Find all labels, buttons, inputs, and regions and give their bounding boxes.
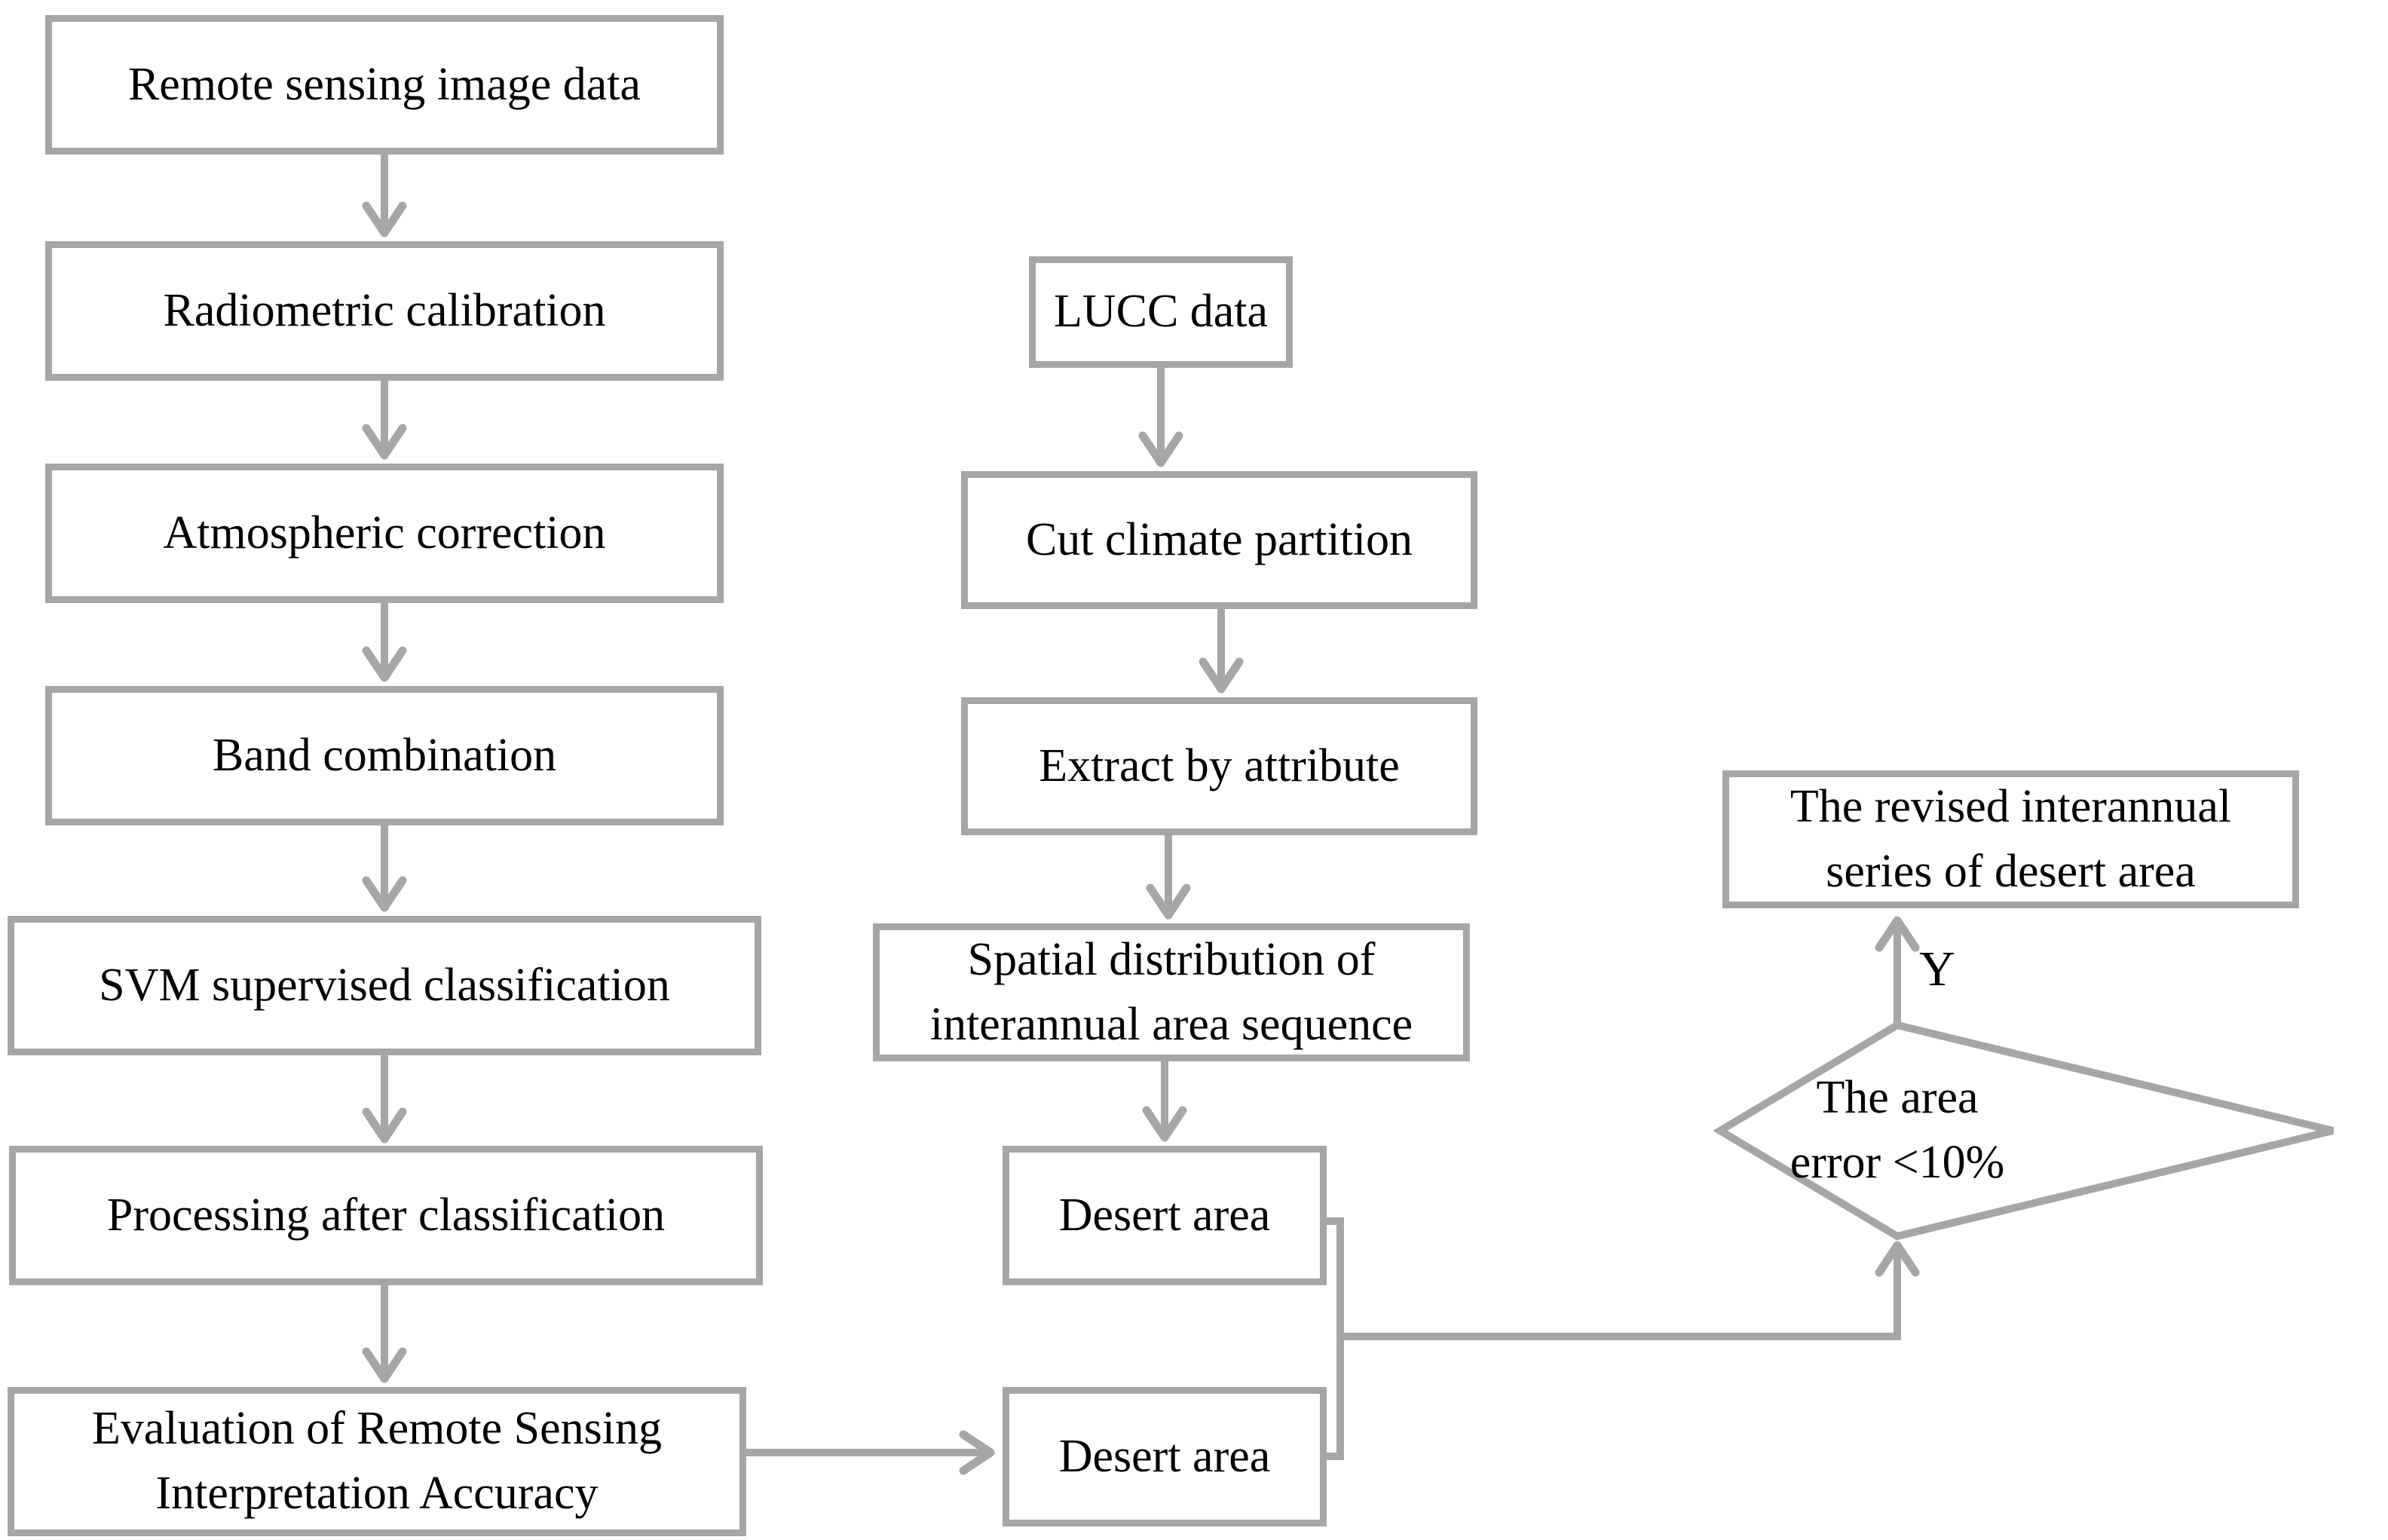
arrow-lucc-to-cut xyxy=(1138,368,1183,467)
decision-diamond-label: The area error <10% xyxy=(1789,1072,2005,1188)
arrow-extract-to-spatial xyxy=(1146,835,1191,920)
box-processing-after-classification: Processing after classification xyxy=(9,1146,763,1285)
arrow-band-to-svm xyxy=(362,825,407,912)
box-desert-area-1: Desert area xyxy=(1003,1146,1327,1285)
yes-branch-label: Y xyxy=(1919,941,1955,997)
box-radiometric-calibration: Radiometric calibration xyxy=(45,241,724,381)
box-revised-interannual-series: The revised interannual series of desert… xyxy=(1722,770,2299,908)
arrow-svm-to-processing xyxy=(362,1055,407,1144)
decision-diamond xyxy=(1713,1021,2334,1241)
arrow-radiometric-to-atmospheric xyxy=(362,381,407,460)
box-cut-climate-partition: Cut climate partition xyxy=(961,471,1477,609)
box-lucc-data: LUCC data xyxy=(1029,256,1293,368)
arrow-cut-to-extract xyxy=(1199,609,1244,693)
arrow-processing-to-evaluation xyxy=(362,1285,407,1383)
box-band-combination: Band combination xyxy=(45,686,724,825)
arrow-evaluation-to-desert2 xyxy=(746,1430,995,1475)
box-spatial-distribution-sequence: Spatial distribution of interannual area… xyxy=(873,923,1470,1061)
arrow-spatial-to-desert1 xyxy=(1142,1061,1187,1142)
box-desert-area-2: Desert area xyxy=(1003,1387,1327,1526)
box-remote-sensing-image-data: Remote sensing image data xyxy=(45,15,724,155)
box-atmospheric-correction: Atmospheric correction xyxy=(45,464,724,603)
arrow-diamond-to-result xyxy=(1875,916,1920,1025)
box-evaluation-interpretation-accuracy: Evaluation of Remote Sensing Interpretat… xyxy=(8,1387,746,1536)
arrow-atmospheric-to-band xyxy=(362,603,407,682)
box-svm-supervised-classification: SVM supervised classification xyxy=(8,916,761,1055)
arrow-remote-to-radiometric xyxy=(362,155,407,237)
box-extract-by-attribute: Extract by attribute xyxy=(961,697,1477,835)
connector-desert-bracket-to-diamond xyxy=(1327,1217,1920,1460)
